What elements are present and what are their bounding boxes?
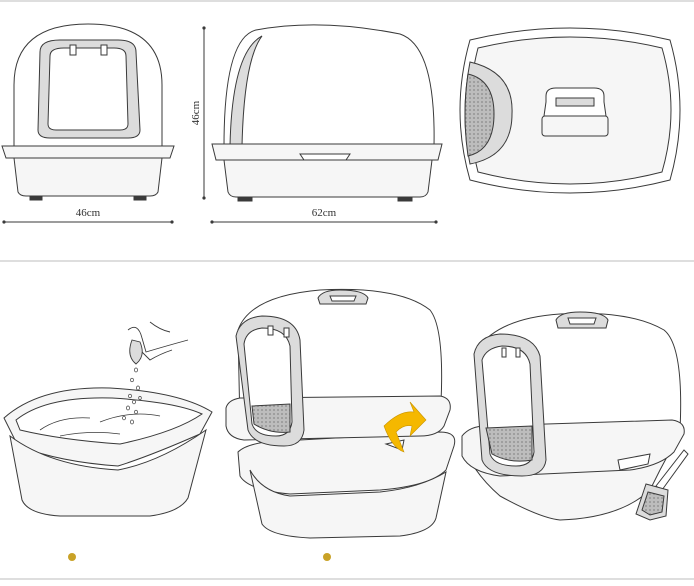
step-3-assembled xyxy=(461,311,685,521)
front-view xyxy=(1,23,175,201)
litter-granules xyxy=(122,367,142,425)
step-bullet xyxy=(323,553,331,561)
side-view xyxy=(211,24,443,202)
hand-icon xyxy=(127,321,189,361)
step-2-attach-hood xyxy=(225,288,456,539)
scoop-icon xyxy=(635,449,689,521)
step-1-add-litter xyxy=(3,321,213,517)
width-label: 46cm xyxy=(76,207,101,219)
length-label: 62cm xyxy=(312,207,337,219)
arrow-icon xyxy=(383,401,427,453)
top-view xyxy=(459,27,681,194)
height-label: 46cm xyxy=(190,100,202,125)
step-bullet xyxy=(68,553,76,561)
